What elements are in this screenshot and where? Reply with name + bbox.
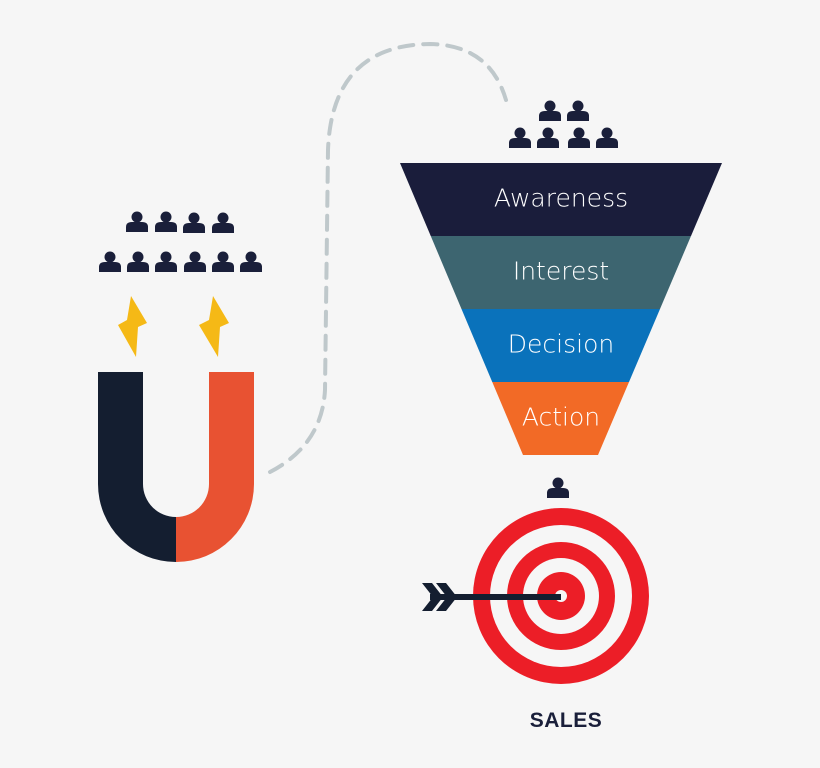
funnel-stage-label: Decision bbox=[508, 330, 614, 359]
lightning-icon bbox=[199, 296, 229, 357]
funnel-stage-interest bbox=[430, 236, 691, 309]
person-icon bbox=[155, 211, 177, 232]
dashed-connector bbox=[268, 41, 508, 474]
people-group-left bbox=[99, 211, 262, 272]
funnel-stage-decision bbox=[461, 309, 660, 382]
sales-label: SALES bbox=[530, 709, 603, 732]
arrow-icon bbox=[422, 583, 561, 611]
person-icon bbox=[155, 251, 177, 272]
person-icon bbox=[567, 100, 589, 121]
lightning-icon bbox=[118, 296, 147, 357]
person-icon bbox=[240, 251, 262, 272]
person-icon bbox=[596, 127, 618, 148]
funnel-stage-label: Interest bbox=[513, 257, 609, 286]
funnel-stage-label: Awareness bbox=[494, 184, 628, 213]
person-icon bbox=[212, 212, 234, 233]
person-icon bbox=[509, 127, 531, 148]
person-icon bbox=[539, 100, 561, 121]
magnet-icon bbox=[98, 372, 254, 562]
person-icon bbox=[126, 211, 148, 232]
funnel-stage-label: Action bbox=[522, 403, 600, 432]
person-icon bbox=[184, 251, 206, 272]
person-icon bbox=[183, 212, 205, 233]
person-icon bbox=[568, 127, 590, 148]
funnel-stage-awareness bbox=[400, 163, 722, 236]
person-icon bbox=[127, 251, 149, 272]
person-icon bbox=[99, 251, 121, 272]
person-icon bbox=[547, 477, 569, 498]
person-icon bbox=[212, 251, 234, 272]
people-group-funnel bbox=[509, 100, 618, 148]
person-icon bbox=[537, 127, 559, 148]
funnel-stage-action bbox=[492, 382, 629, 455]
